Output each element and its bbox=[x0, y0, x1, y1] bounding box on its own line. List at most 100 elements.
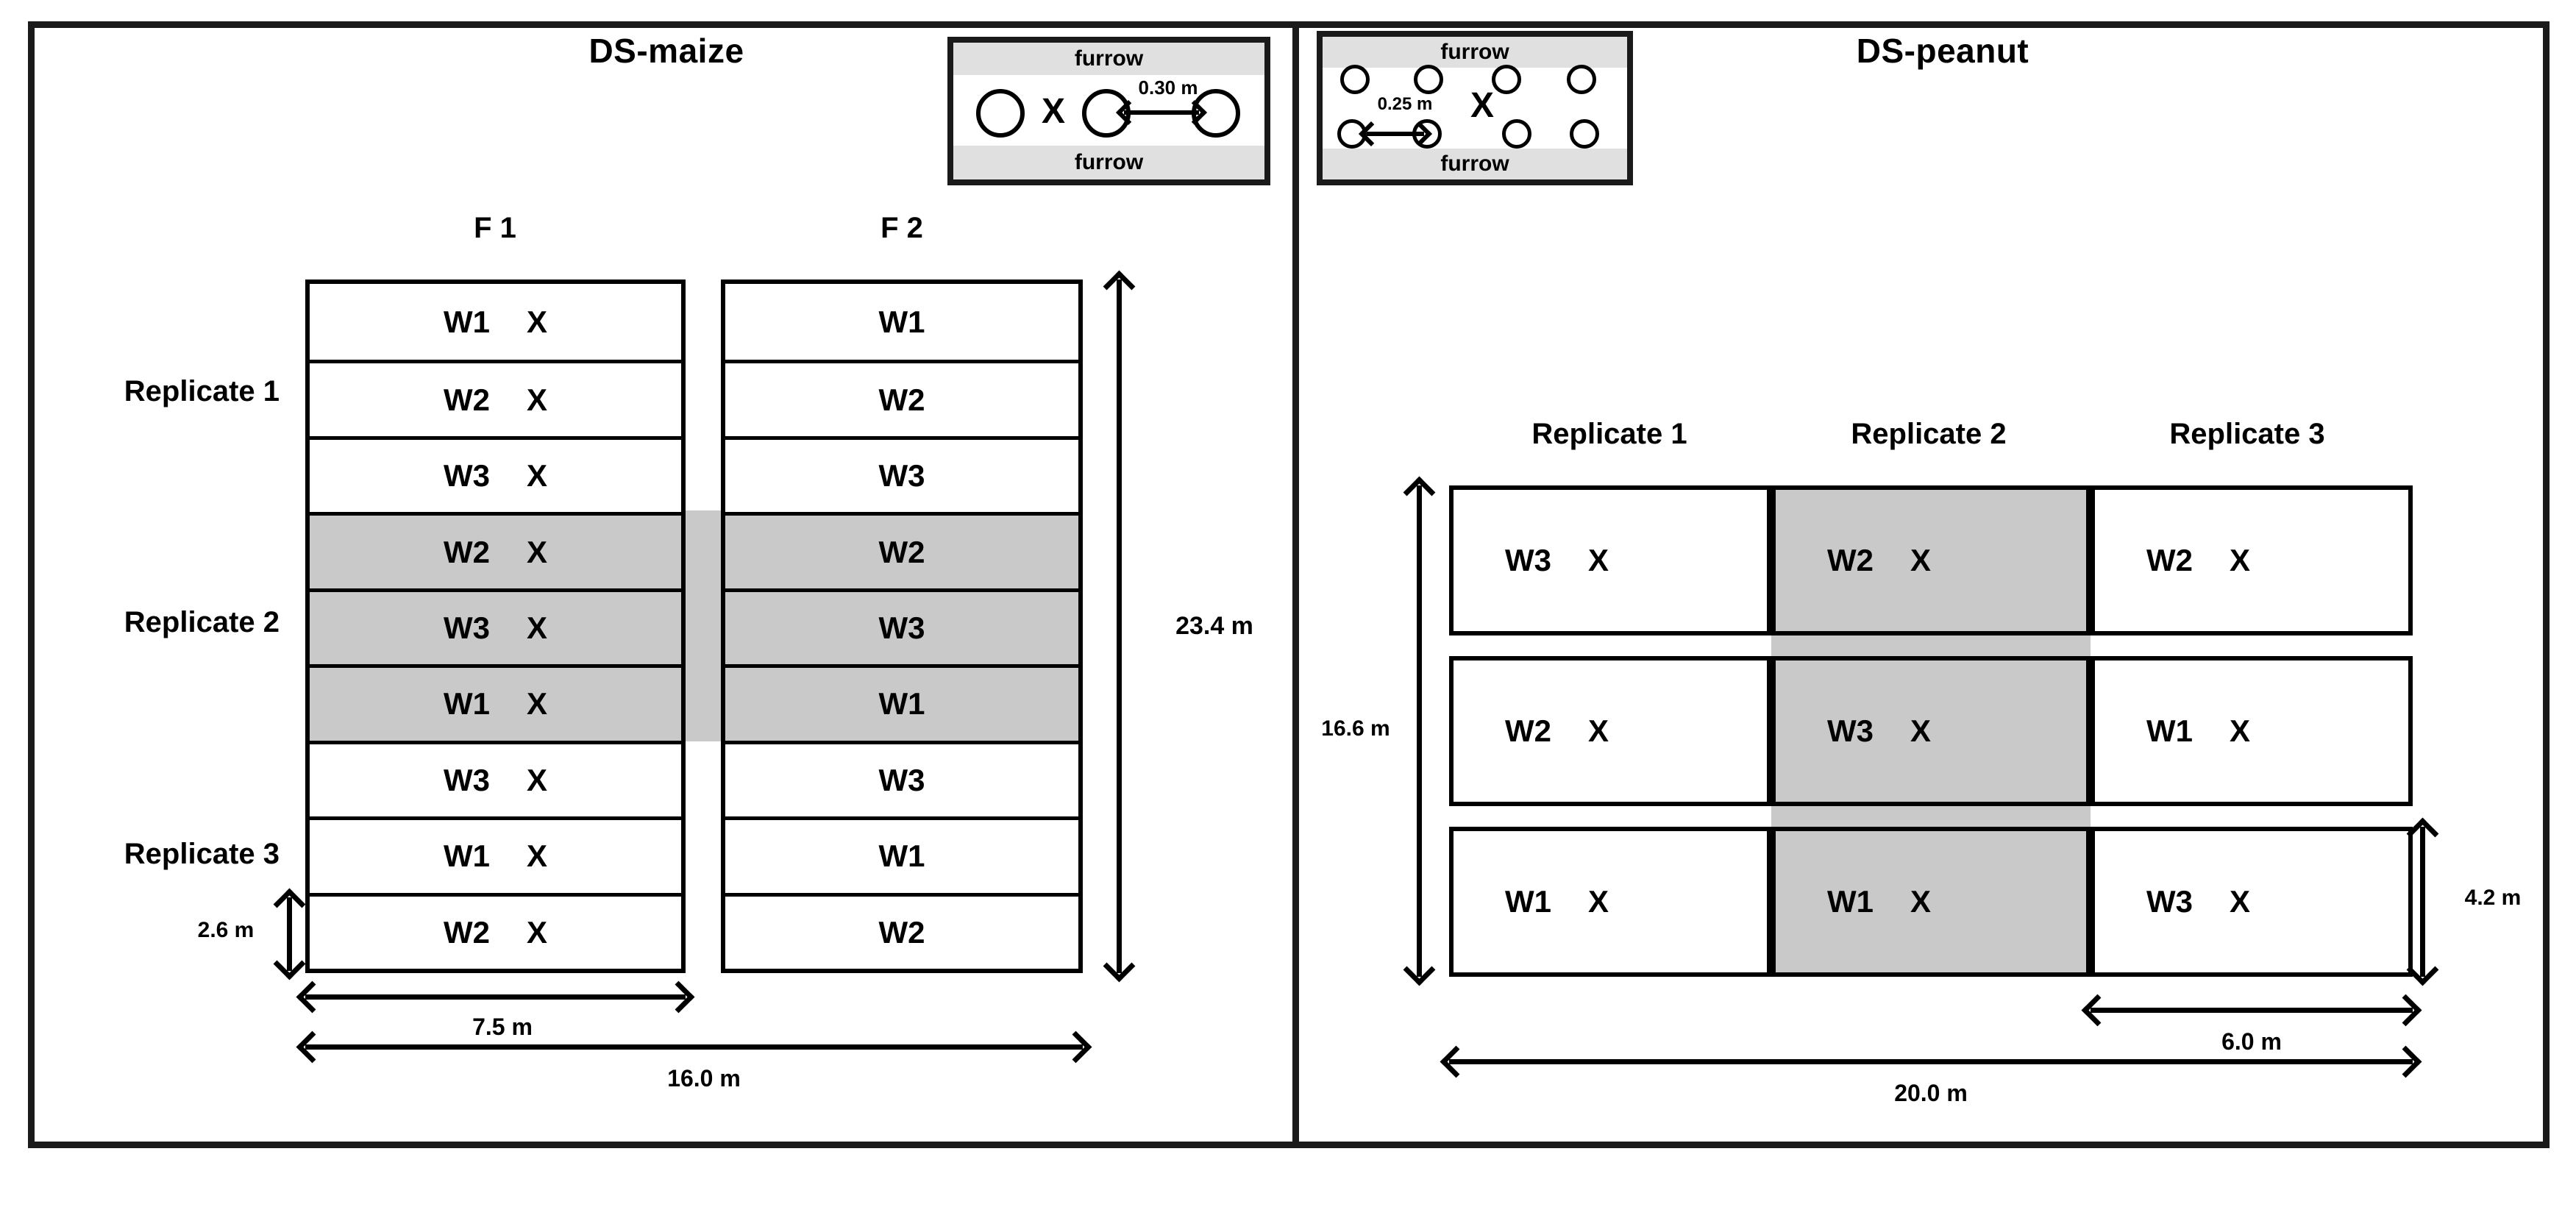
peanut-total-width-arrow bbox=[1449, 1059, 2413, 1064]
maize-plot-row: W2 X bbox=[310, 512, 681, 588]
sampling-x-mark: X bbox=[2230, 543, 2251, 577]
water-treatment-label: W3 bbox=[443, 610, 490, 645]
sampling-x-mark: X bbox=[1041, 92, 1065, 131]
sampling-x-mark: X bbox=[526, 839, 547, 874]
plant-spacing-arrow bbox=[1124, 110, 1199, 115]
sampling-x-mark: X bbox=[526, 686, 547, 722]
peanut-plot-cell: W1 X bbox=[2091, 656, 2413, 806]
sampling-x-mark: X bbox=[1470, 86, 1494, 125]
water-treatment-label: W3 bbox=[878, 610, 925, 645]
sampling-x-mark: X bbox=[526, 534, 547, 569]
f1-width-arrow bbox=[305, 994, 686, 1000]
sampling-x-mark: X bbox=[526, 762, 547, 797]
water-treatment-label: W2 bbox=[878, 914, 925, 950]
peanut-plot-cell: W1 X bbox=[1449, 827, 1771, 977]
peanut-plot-height-label: 4.2 m bbox=[2464, 886, 2522, 910]
maize-field-length-label: 23.4 m bbox=[1175, 612, 1253, 640]
sampling-x-mark: X bbox=[526, 458, 547, 494]
water-treatment-label: W1 bbox=[443, 686, 490, 722]
maize-plot-row: W2 bbox=[725, 512, 1078, 588]
water-treatment-label: W1 bbox=[878, 304, 925, 339]
water-treatment-label: W2 bbox=[443, 534, 490, 569]
water-treatment-label: W3 bbox=[443, 458, 490, 494]
maize-replicate-3-label: Replicate 3 bbox=[124, 838, 280, 870]
field-2-header: F 2 bbox=[880, 212, 923, 244]
plant-hill-icon bbox=[1502, 119, 1531, 149]
peanut-plot-cell: W3 X bbox=[2091, 827, 2413, 977]
furrow-band-bottom: furrow bbox=[953, 146, 1264, 179]
maize-plot-row: W1 bbox=[725, 284, 1078, 360]
maize-plot-row: W3 X bbox=[310, 740, 681, 817]
peanut-plot-cell: W2 X bbox=[2091, 485, 2413, 635]
maize-plot-row: W3 X bbox=[310, 588, 681, 665]
maize-plot-row: W1 X bbox=[310, 664, 681, 741]
furrow-label: furrow bbox=[1440, 40, 1509, 64]
peanut-plot-cell: W3 X bbox=[1449, 485, 1771, 635]
peanut-plot-cell: W2 X bbox=[1449, 656, 1771, 806]
peanut-panel-title: DS-peanut bbox=[1856, 32, 2029, 70]
sampling-x-mark: X bbox=[526, 382, 547, 417]
sampling-x-mark: X bbox=[2230, 713, 2251, 748]
maize-plot-row: W1 bbox=[725, 816, 1078, 893]
water-treatment-label: W1 bbox=[1505, 884, 1551, 919]
plant-hill-icon bbox=[1340, 65, 1370, 94]
water-treatment-label: W3 bbox=[1827, 713, 1874, 748]
water-treatment-label: W1 bbox=[1827, 884, 1874, 919]
peanut-plot-width-label: 6.0 m bbox=[2221, 1028, 2282, 1055]
furrow-band-bottom: furrow bbox=[1323, 149, 1627, 179]
sampling-x-mark: X bbox=[1588, 884, 1609, 919]
plant-hill-icon bbox=[1567, 65, 1596, 94]
sampling-x-mark: X bbox=[526, 914, 547, 950]
maize-replicate-2-label: Replicate 2 bbox=[124, 606, 280, 638]
maize-plot-row: W2 X bbox=[310, 360, 681, 436]
maize-plot-row: W2 bbox=[725, 360, 1078, 436]
maize-plot-row: W3 bbox=[725, 740, 1078, 817]
sampling-x-mark: X bbox=[526, 610, 547, 645]
plant-spacing-label: 0.25 m bbox=[1377, 94, 1433, 114]
water-treatment-label: W2 bbox=[878, 382, 925, 417]
maize-plot-row: W3 bbox=[725, 588, 1078, 665]
maize-plot-row: W3 X bbox=[310, 435, 681, 513]
water-treatment-label: W1 bbox=[443, 304, 490, 339]
maize-field-2-column: W1 W2 W3 W2 W3 W1 W3 W1 W2 bbox=[721, 280, 1083, 973]
peanut-plot-cell: W2 X bbox=[1771, 485, 2091, 635]
maize-replicate-1-label: Replicate 1 bbox=[124, 375, 280, 407]
sampling-x-mark: X bbox=[1588, 543, 1609, 577]
furrow-band-top: furrow bbox=[1323, 37, 1627, 68]
peanut-replicate-3-header: Replicate 3 bbox=[2169, 418, 2325, 450]
water-treatment-label: W1 bbox=[878, 839, 925, 874]
peanut-plot-height-arrow bbox=[2420, 827, 2425, 977]
peanut-replicate-1-header: Replicate 1 bbox=[1531, 418, 1687, 450]
water-treatment-label: W1 bbox=[443, 839, 490, 874]
water-treatment-label: W2 bbox=[1505, 713, 1551, 748]
peanut-planting-pattern-inset: furrow furrow 0.25 m X bbox=[1317, 31, 1633, 185]
maize-plot-row: W2 bbox=[725, 892, 1078, 969]
maize-field-length-arrow bbox=[1117, 280, 1122, 973]
water-treatment-label: W3 bbox=[2146, 884, 2193, 919]
maize-plot-row: W1 X bbox=[310, 816, 681, 893]
plot-height-arrow bbox=[287, 897, 292, 971]
water-treatment-label: W1 bbox=[878, 686, 925, 722]
furrow-label: furrow bbox=[1074, 46, 1144, 71]
maize-plot-row: W3 bbox=[725, 435, 1078, 513]
water-treatment-label: W3 bbox=[443, 762, 490, 797]
plant-spacing-arrow bbox=[1367, 132, 1424, 136]
water-treatment-label: W3 bbox=[878, 458, 925, 494]
maize-plot-row: W1 X bbox=[310, 284, 681, 360]
maize-planting-pattern-inset: furrow furrow X 0.30 m bbox=[947, 37, 1270, 185]
maize-plot-row: W2 X bbox=[310, 892, 681, 969]
plant-spacing-label: 0.30 m bbox=[1138, 76, 1198, 99]
sampling-x-mark: X bbox=[1910, 884, 1932, 919]
maize-panel-title: DS-maize bbox=[588, 32, 744, 70]
furrow-band-top: furrow bbox=[953, 43, 1264, 75]
plant-hill-icon bbox=[1414, 65, 1443, 94]
water-treatment-label: W2 bbox=[2146, 543, 2193, 577]
sampling-x-mark: X bbox=[526, 304, 547, 339]
water-treatment-label: W2 bbox=[878, 534, 925, 569]
peanut-plot-cell: W3 X bbox=[1771, 656, 2091, 806]
furrow-label: furrow bbox=[1074, 150, 1144, 174]
maize-field-1-column: W1 X W2 X W3 X W2 X W3 X W1 X W3 X W1 X bbox=[305, 280, 686, 973]
maize-plot-row: W1 bbox=[725, 664, 1078, 741]
plot-height-label: 2.6 m bbox=[197, 918, 255, 942]
